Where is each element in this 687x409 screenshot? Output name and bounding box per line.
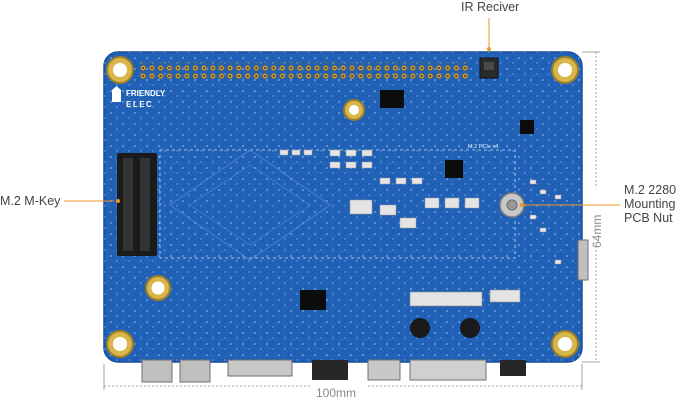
logo-text-line1: FRIENDLY bbox=[126, 89, 166, 98]
mounting-hole-bottom-right bbox=[551, 330, 579, 358]
mounting-hole-top-right bbox=[551, 56, 579, 84]
mounting-hole-bottom-left bbox=[106, 330, 134, 358]
mounting-hole-top-left bbox=[106, 56, 134, 84]
component-group-center bbox=[279, 149, 480, 229]
component-group-right bbox=[529, 179, 562, 265]
callout-dots bbox=[116, 47, 524, 207]
m2-slot-silkscreen: M.2 PCIe x4 bbox=[468, 144, 498, 150]
bottom-edge-connectors bbox=[141, 359, 526, 383]
bottom-components bbox=[409, 289, 521, 338]
mounting-hole-mid-left bbox=[145, 275, 171, 301]
width-dimension-label: 100mm bbox=[316, 386, 357, 400]
pcb-nut-label-line1: M.2 2280 bbox=[624, 183, 677, 197]
callout-lines bbox=[64, 18, 620, 206]
pcb-nut-label-line3: PCB Nut bbox=[624, 211, 673, 225]
m2-key-label: M.2 M-Key bbox=[0, 194, 61, 208]
gpio-header-pins bbox=[140, 62, 470, 80]
pcb-nut-label: M.2 2280 Mounting PCB Nut bbox=[624, 183, 676, 225]
m2-connector bbox=[117, 153, 157, 256]
height-dimension-label: 64mm bbox=[590, 214, 604, 248]
logo-text-line2: ELEC bbox=[126, 100, 153, 109]
ic-chips bbox=[300, 90, 534, 310]
soc-area bbox=[169, 149, 331, 261]
mounting-hole-center bbox=[343, 99, 365, 121]
dimension-lines bbox=[103, 51, 600, 390]
right-edge-connector bbox=[577, 239, 589, 281]
ir-receiver-component bbox=[479, 57, 499, 79]
friendlyelec-logo: FRIENDLY ELEC bbox=[112, 86, 166, 109]
ir-receiver-label: IR Reciver bbox=[461, 0, 520, 14]
pcb-nut-label-line2: Mounting bbox=[624, 197, 676, 211]
